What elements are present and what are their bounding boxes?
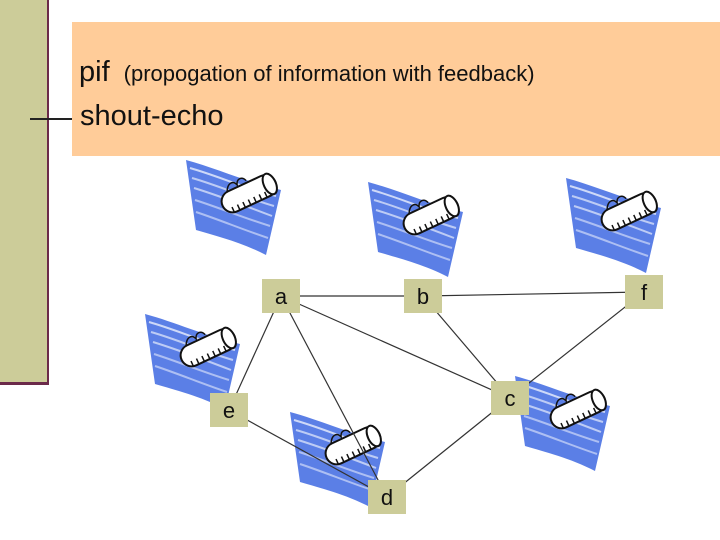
edge-a-e xyxy=(228,295,282,411)
title-main: pif xyxy=(79,56,110,88)
node-box xyxy=(491,381,529,415)
node-box xyxy=(404,279,442,313)
node-box xyxy=(262,279,300,313)
node-c: c xyxy=(491,381,529,415)
title-subtitle: (propogation of information with feedbac… xyxy=(123,61,535,86)
node-e: e xyxy=(210,393,248,427)
edge-a-c xyxy=(280,295,511,399)
waving-flag-scroll-icon xyxy=(514,375,611,472)
node-label: b xyxy=(417,284,429,309)
node-a: a xyxy=(262,279,300,313)
node-b: b xyxy=(404,279,442,313)
edge-c-f xyxy=(509,291,645,399)
title-line2: shout-echo xyxy=(80,100,224,132)
node-d: d xyxy=(368,480,406,514)
node-box xyxy=(368,480,406,514)
edge-b-f xyxy=(422,291,645,297)
waving-flag-scroll-icon xyxy=(565,177,662,274)
node-label: a xyxy=(275,284,288,309)
bullet-dash xyxy=(30,118,72,120)
node-f: f xyxy=(625,275,663,309)
node-label: e xyxy=(223,398,235,423)
node-label: f xyxy=(641,280,648,305)
node-label: d xyxy=(381,485,393,510)
edge-a-d xyxy=(280,295,388,498)
waving-flag-scroll-icon xyxy=(185,159,282,256)
title-banner xyxy=(72,22,720,156)
sidebar-bar xyxy=(0,0,47,384)
slide-title: pif (propogation of information with feed… xyxy=(79,56,535,89)
edge-e-d xyxy=(228,409,388,498)
waving-flag-scroll-icon xyxy=(367,181,464,278)
sidebar-bottom-rule xyxy=(0,382,49,385)
node-box xyxy=(625,275,663,309)
node-label: c xyxy=(505,386,516,411)
edge-c-d xyxy=(386,397,511,498)
sidebar-divider xyxy=(47,0,49,384)
node-box xyxy=(210,393,248,427)
